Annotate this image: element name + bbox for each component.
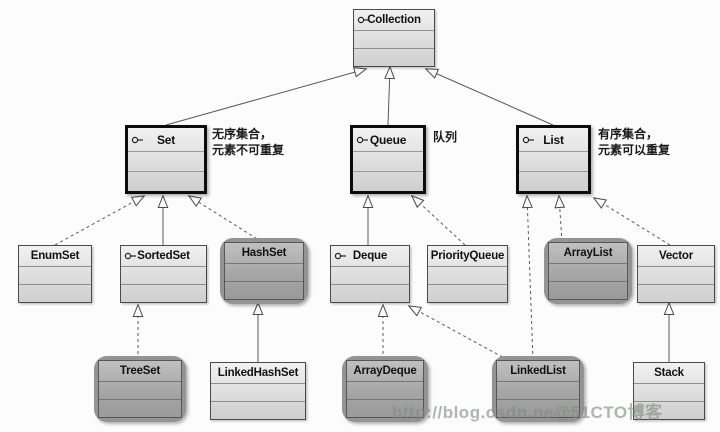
highlight-treeset: TreeSet: [94, 356, 186, 422]
methods-compartment: [428, 284, 507, 302]
attributes-compartment: [128, 151, 204, 171]
highlight-arraydeque: ArrayDeque: [342, 356, 428, 422]
class-name: LinkedHashSet: [217, 367, 299, 379]
edge-set-collection: [165, 69, 366, 126]
methods-compartment: [354, 48, 434, 66]
methods-compartment: [497, 399, 579, 417]
attributes-compartment: [225, 263, 303, 281]
class-box-priorityqueue[interactable]: PriorityQueue: [427, 245, 508, 303]
class-name: Collection: [367, 14, 421, 26]
class-name: SortedSet: [137, 250, 190, 262]
methods-compartment: [347, 399, 423, 417]
watermark-text: http://blog.csdn.ne@51CTO博客: [392, 403, 663, 422]
attributes-compartment: [19, 266, 91, 284]
class-box-sortedset[interactable]: SortedSet: [120, 245, 207, 303]
attributes-compartment: [353, 151, 423, 171]
class-box-stack[interactable]: Stack: [633, 362, 705, 420]
methods-compartment: [549, 281, 627, 299]
methods-compartment: [331, 284, 409, 302]
edge-linkedlist-list: [527, 196, 534, 361]
class-name: TreeSet: [119, 365, 161, 377]
attributes-compartment: [519, 151, 588, 171]
methods-compartment: [225, 281, 303, 299]
methods-compartment: [128, 171, 204, 191]
methods-compartment: [211, 401, 305, 419]
attributes-compartment: [99, 381, 181, 399]
highlight-arraylist: ArrayList: [544, 238, 632, 304]
methods-compartment: [19, 284, 91, 302]
class-name: HashSet: [241, 247, 287, 259]
class-name: EnumSet: [30, 250, 80, 262]
class-name: ArrayList: [563, 247, 613, 259]
class-box-arraylist[interactable]: ArrayList: [548, 242, 628, 300]
class-name: Deque: [352, 250, 388, 262]
class-box-linkedhashset[interactable]: LinkedHashSet: [210, 362, 306, 420]
edge-priorityqueue-queue: [412, 196, 466, 246]
attributes-compartment: [497, 381, 579, 399]
note-queue: 队列: [433, 130, 458, 144]
edge-linkedlist-deque: [409, 306, 509, 361]
class-name: Stack: [654, 367, 684, 379]
class-name: Queue: [369, 132, 407, 147]
class-name: Set: [156, 132, 176, 147]
interface-icon: [356, 136, 369, 144]
interface-icon: [124, 252, 137, 260]
highlight-linkedlist: LinkedList: [492, 356, 584, 422]
class-name: Vector: [659, 250, 693, 262]
class-name: LinkedList: [510, 365, 566, 377]
note-list: 有序集合， 元素可以重复: [598, 127, 671, 157]
methods-compartment: [519, 171, 588, 191]
methods-compartment: [121, 284, 206, 302]
methods-compartment: [353, 171, 423, 191]
attributes-compartment: [347, 381, 423, 399]
class-box-vector[interactable]: Vector: [637, 245, 715, 303]
note-set: 无序集合， 元素不可重复: [212, 127, 285, 157]
edge-enumset-set: [54, 196, 144, 246]
methods-compartment: [638, 284, 714, 302]
edge-arraylist-list: [559, 196, 562, 243]
interface-icon: [357, 16, 370, 24]
class-box-enumset[interactable]: EnumSet: [18, 245, 92, 303]
edge-queue-collection: [388, 67, 390, 126]
class-box-deque[interactable]: Deque: [330, 245, 410, 303]
attributes-compartment: [638, 266, 714, 284]
edge-list-collection: [426, 69, 554, 126]
attributes-compartment: [121, 266, 206, 284]
attributes-compartment: [331, 266, 409, 284]
interface-icon: [522, 136, 535, 144]
class-box-hashset[interactable]: HashSet: [224, 242, 304, 300]
interface-icon: [131, 136, 144, 144]
class-box-queue[interactable]: Queue: [350, 125, 426, 194]
attributes-compartment: [549, 263, 627, 281]
class-box-linkedlist[interactable]: LinkedList: [496, 360, 580, 418]
edge-vector-list: [594, 198, 671, 246]
attributes-compartment: [428, 266, 507, 284]
class-box-treeset[interactable]: TreeSet: [98, 360, 182, 418]
interface-icon: [334, 252, 347, 260]
highlight-hashset: HashSet: [220, 238, 308, 304]
class-box-set[interactable]: Set: [125, 125, 207, 194]
methods-compartment: [99, 399, 181, 417]
attributes-compartment: [211, 383, 305, 401]
class-name: ArrayDeque: [353, 365, 417, 377]
class-name: PriorityQueue: [430, 250, 505, 262]
class-box-list[interactable]: List: [516, 125, 591, 194]
class-box-collection[interactable]: Collection: [353, 9, 435, 67]
methods-compartment: [634, 401, 704, 419]
attributes-compartment: [634, 383, 704, 401]
class-box-arraydeque[interactable]: ArrayDeque: [346, 360, 424, 418]
class-name: List: [543, 132, 564, 147]
edge-hashset-set: [189, 196, 263, 243]
attributes-compartment: [354, 30, 434, 48]
